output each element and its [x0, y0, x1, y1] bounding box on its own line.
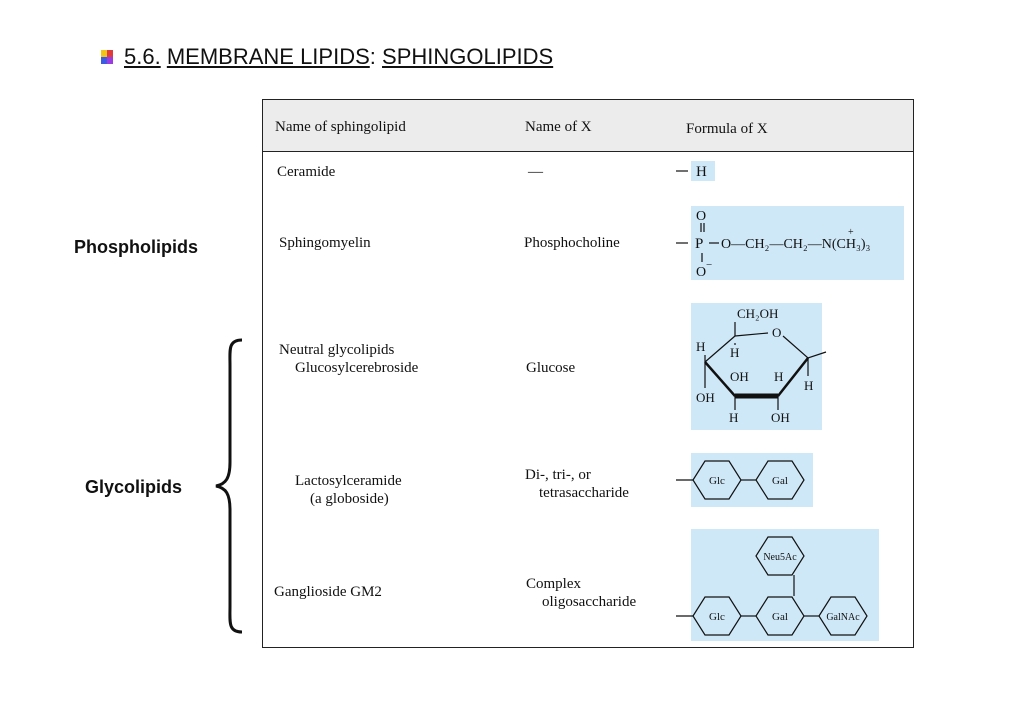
row-glucosyl-name-line2: Glucosylcerebroside — [295, 360, 419, 376]
row-glucosyl-xname: Glucose — [526, 360, 576, 376]
glycolipids-brace — [215, 338, 243, 634]
row-lactosyl-xname-line1: Di-, tri-, or — [525, 467, 591, 483]
title-separator: : — [369, 44, 376, 69]
row-lactosyl-name-line1: Lactosylceramide — [295, 473, 402, 489]
row-sphingomyelin-xname: Phosphocholine — [524, 235, 620, 251]
glucose-h2: H — [730, 345, 739, 360]
neu5ac-hexagon — [755, 536, 805, 576]
glucose-h1: H — [696, 339, 705, 354]
glucose-oh2: OH — [696, 390, 715, 405]
lactosyl-formula: Glc Gal — [676, 453, 813, 507]
phospholipids-label: Phospholipids — [74, 237, 198, 257]
glucose-h4: H — [804, 378, 813, 393]
row-ceramide-name: Ceramide — [277, 164, 336, 180]
row-gm2-name: Ganglioside GM2 — [274, 584, 382, 600]
row-gm2-xname-line2: oligosaccharide — [542, 594, 637, 610]
phospho-p: P — [695, 236, 703, 252]
glucose-ch2oh: CH₂OH — [737, 306, 778, 321]
header-x-name: Name of X — [525, 119, 592, 135]
gm2-galnac: GalNAc — [826, 612, 860, 623]
row-sphingomyelin-name: Sphingomyelin — [279, 235, 371, 251]
phospho-chain: O—CH₂—CH₂—N(CH₃)₃ — [721, 237, 871, 252]
phosphocholine-formula: O P O − O—CH₂—CH₂—N(CH₃)₃ + — [676, 206, 904, 280]
glucose-ring-o: O — [772, 325, 781, 340]
header-formula: Formula of X — [686, 121, 768, 137]
row-glucosyl-name-line1: Neutral glycolipids — [279, 342, 395, 358]
row-lactosyl-xname-line2: tetrasaccharide — [539, 485, 629, 501]
glucose-oh3: OH — [771, 410, 790, 425]
colored-bullet-icon — [101, 50, 113, 64]
title-number: 5.6. — [124, 44, 161, 69]
ceramide-formula: H — [676, 161, 715, 181]
phospho-minus: − — [706, 259, 712, 271]
phospho-o-bottom: O — [696, 265, 706, 280]
phospho-o-top: O — [696, 209, 706, 224]
gm2-formula: Neu5Ac Glc Gal GalNAc — [676, 529, 879, 641]
glucose-h3: H — [774, 369, 783, 384]
gm2-neu5ac: Neu5Ac — [763, 552, 797, 563]
gm2-glc: Glc — [709, 611, 725, 623]
glucose-oh1: OH — [730, 369, 749, 384]
header-name: Name of sphingolipid — [275, 119, 406, 135]
table-header: Name of sphingolipid Name of X Formula o… — [263, 100, 913, 152]
lactosyl-gal: Gal — [772, 475, 788, 487]
title-part1: MEMBRANE LIPIDS — [166, 44, 370, 69]
slide-title: 5.6. MEMBRANE LIPIDS: SPHINGOLIPIDS — [98, 44, 553, 70]
lactosyl-glc: Glc — [709, 475, 725, 487]
glycolipids-label: Glycolipids — [85, 477, 183, 497]
glucose-h5: H — [729, 410, 738, 425]
title-part2: SPHINGOLIPIDS — [382, 44, 554, 69]
gal-hexagon — [755, 460, 805, 500]
row-lactosyl-name-line2: (a globoside) — [310, 491, 389, 507]
glucose-formula: CH₂OH O H H OH H H OH H OH — [691, 303, 827, 430]
row-gm2-xname-line1: Complex — [526, 576, 581, 592]
row-ceramide-xname: — — [528, 164, 543, 180]
phospho-plus: + — [848, 227, 854, 238]
galnac-hexagon — [818, 596, 868, 636]
formula-drawings: H O P O − O—CH₂—CH₂—N(CH₃)₃ + CH₂OH O — [676, 161, 904, 641]
gm2-gal: Gal — [772, 611, 788, 623]
ceramide-h: H — [696, 164, 707, 180]
sphingolipid-table: Name of sphingolipid Name of X Formula o… — [262, 99, 914, 648]
